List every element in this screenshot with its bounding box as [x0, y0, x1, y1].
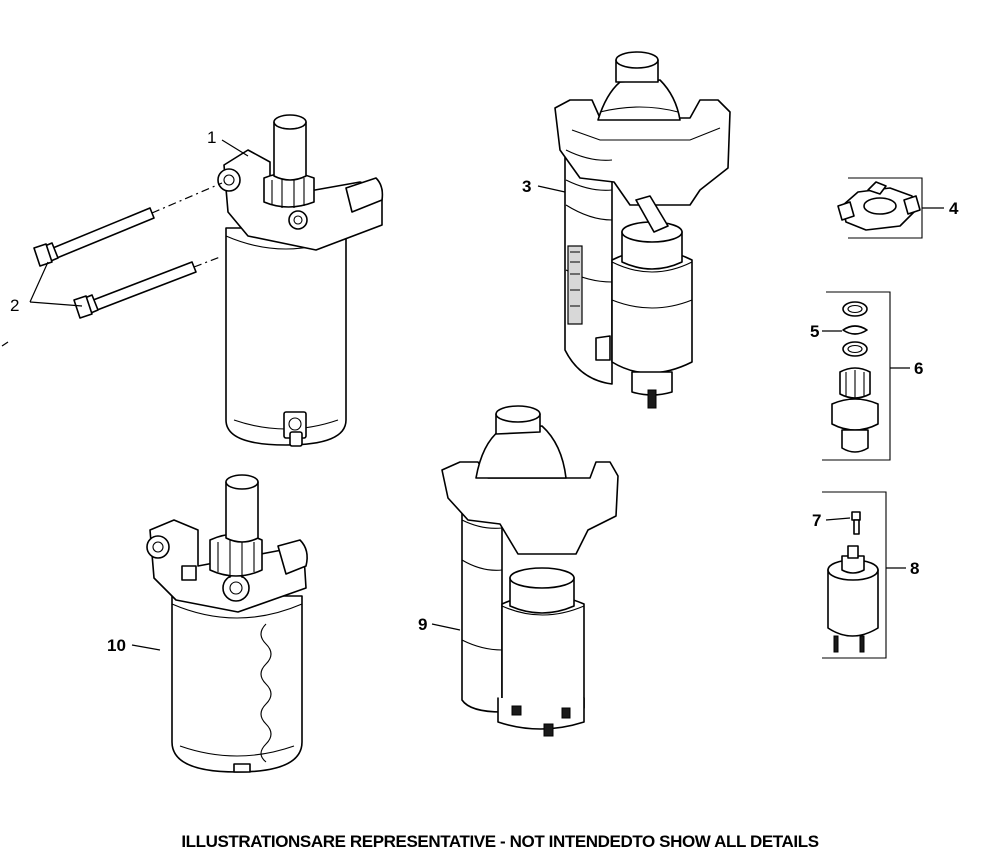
- mounting-bolts-2: [33, 182, 223, 319]
- solenoid-8: [822, 491, 887, 659]
- callout-7: 7: [812, 511, 821, 530]
- callout-9: 9: [418, 615, 427, 634]
- callout-3: 3: [522, 177, 531, 196]
- callout-labels: 1 2 3 4 5 6 7 8 9 10: [10, 128, 959, 655]
- disclaimer-note: ILLUSTRATIONSARE REPRESENTATIVE - NOT IN…: [181, 832, 819, 851]
- callout-10: 10: [107, 636, 126, 655]
- drive-assembly-6: [822, 291, 891, 461]
- starter-motor-10: [146, 474, 308, 773]
- brush-holder-4: [837, 177, 923, 239]
- callout-6: 6: [914, 359, 923, 378]
- callout-1: 1: [207, 128, 216, 147]
- starter-motor-3: [554, 51, 731, 409]
- starter-motor-1: [217, 114, 384, 447]
- callout-5: 5: [810, 322, 819, 341]
- starter-motor-9: [441, 405, 619, 737]
- callout-8: 8: [910, 559, 919, 578]
- leader-lines: [1, 139, 944, 651]
- callout-4: 4: [949, 199, 959, 218]
- callout-2: 2: [10, 296, 19, 315]
